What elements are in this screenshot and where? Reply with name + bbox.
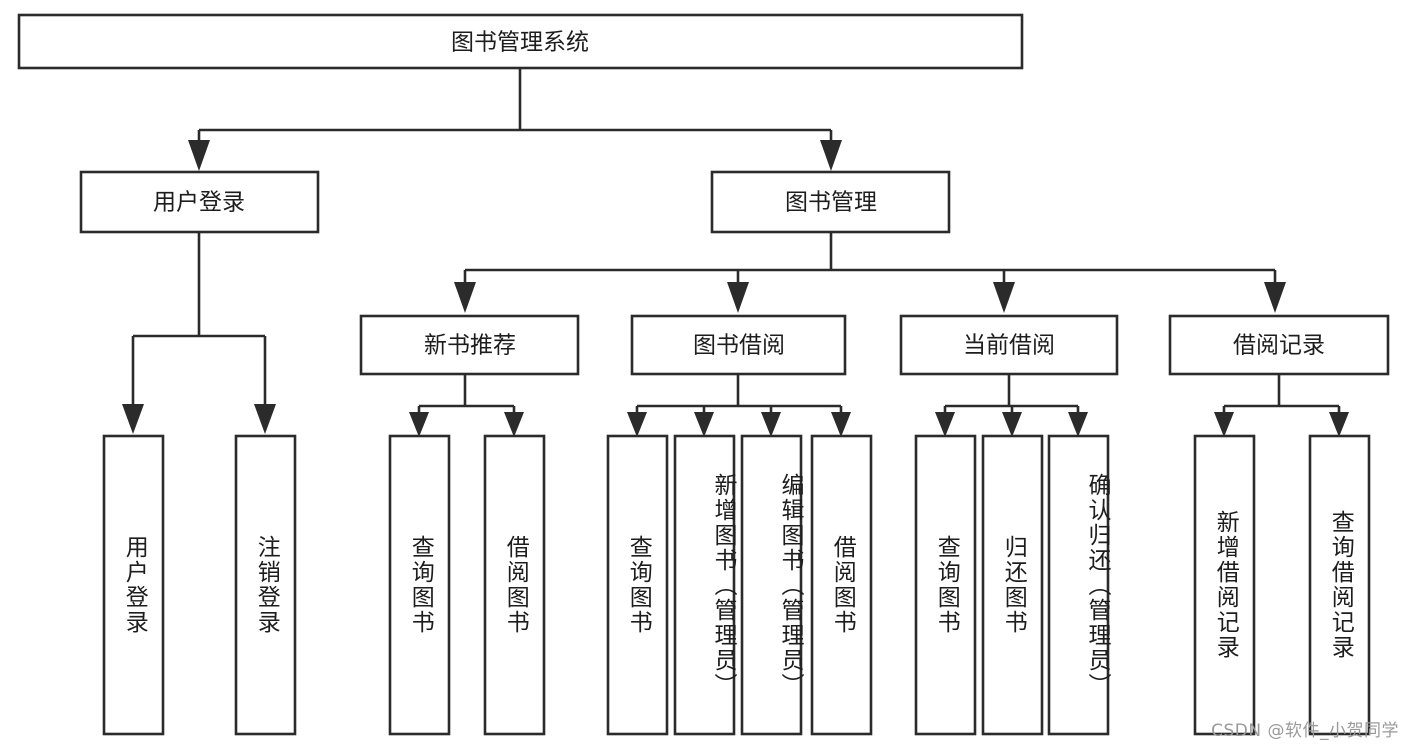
leaf-label-query-book-2: 查询图书: [625, 535, 652, 635]
arrowhead-borrow-record: [1264, 282, 1286, 313]
node-box-new-book-recommend[interactable]: [359, 314, 580, 376]
arrowhead-user-login: [188, 140, 210, 171]
leaf-label-query-book-3: 查询图书: [933, 535, 960, 635]
leaf-label-query-record: 查询借阅记录: [1327, 510, 1354, 660]
node-box-leaf-query-record[interactable]: [1308, 434, 1371, 736]
node-box-leaf-edit-book[interactable]: [740, 434, 803, 736]
node-box-borrow-record[interactable]: [1168, 314, 1390, 376]
arrowhead-leaf-borrow-book-2: [831, 412, 851, 437]
node-label-user-login: 用户登录: [153, 190, 245, 216]
arrowhead-leaf-return-book: [1002, 412, 1022, 437]
leaf-label-edit-book: 编辑图书（管理员）: [777, 472, 803, 698]
node-box-leaf-return-book[interactable]: [981, 434, 1044, 736]
node-box-leaf-add-book[interactable]: [673, 434, 736, 736]
arrowhead-leaf-confirm-return: [1068, 412, 1088, 437]
arrowhead-leaf-query-record: [1329, 412, 1349, 437]
leaf-label-logout-login: 注销登录: [253, 535, 280, 635]
connectors-group: [131, 68, 1341, 412]
node-label-current-borrow: 当前借阅: [963, 333, 1055, 359]
node-box-leaf-query-book-3[interactable]: [914, 434, 977, 736]
leaf-label-return-book: 归还图书: [1000, 535, 1027, 635]
node-box-leaf-query-book-1[interactable]: [388, 434, 451, 736]
node-box-leaf-borrow-book-2[interactable]: [810, 434, 873, 736]
arrowhead-book-borrow: [727, 282, 749, 313]
node-box-current-borrow[interactable]: [899, 314, 1119, 376]
node-box-user-login[interactable]: [79, 170, 320, 234]
arrowhead-leaf-user-login: [122, 404, 144, 434]
arrowhead-leaf-query-book-1: [409, 412, 429, 437]
leaf-label-add-record: 新增借阅记录: [1212, 510, 1239, 660]
leaf-label-borrow-book-2: 借阅图书: [829, 535, 856, 635]
arrowhead-leaf-logout-login: [254, 404, 276, 434]
node-box-leaf-query-book-2[interactable]: [606, 434, 669, 736]
node-label-book-management: 图书管理: [785, 190, 877, 216]
nodes-group: 图书管理系统 用户登录 图书管理 新书推荐 图书借阅 当前借阅 借阅记录: [17, 13, 1390, 736]
node-box-leaf-user-login[interactable]: [102, 434, 165, 736]
arrowhead-leaf-query-book-3: [935, 412, 955, 437]
leaf-label-user-login: 用户登录: [121, 535, 148, 635]
node-label-borrow-record: 借阅记录: [1233, 333, 1325, 359]
arrowhead-leaf-query-book-2: [627, 412, 647, 437]
node-box-leaf-logout-login[interactable]: [234, 434, 297, 736]
node-box-title[interactable]: [17, 13, 1024, 70]
node-box-leaf-borrow-book-1[interactable]: [483, 434, 546, 736]
leaf-label-query-book-1: 查询图书: [407, 535, 434, 635]
node-box-leaf-add-record[interactable]: [1193, 434, 1256, 736]
arrowhead-book-management: [820, 140, 842, 171]
leaf-label-borrow-book-1: 借阅图书: [502, 535, 529, 635]
leaf-label-confirm-return: 确认归还（管理员）: [1084, 472, 1110, 698]
node-label-title: 图书管理系统: [451, 30, 589, 56]
arrowhead-leaf-edit-book: [761, 412, 781, 437]
arrowhead-new-book-recommend: [454, 282, 476, 313]
node-label-book-borrow: 图书借阅: [693, 333, 785, 359]
node-box-book-management[interactable]: [710, 170, 951, 234]
arrowheads-group: [122, 140, 1349, 437]
leaf-label-add-book: 新增图书（管理员）: [710, 472, 736, 698]
arrowhead-leaf-add-record: [1214, 412, 1234, 437]
node-box-book-borrow[interactable]: [630, 314, 847, 376]
node-box-leaf-confirm-return[interactable]: [1047, 434, 1110, 736]
arrowhead-leaf-borrow-book-1: [504, 412, 524, 437]
arrowhead-leaf-add-book: [694, 412, 714, 437]
csdn-watermark: CSDN @软件_小贺同学: [1211, 721, 1399, 741]
arrowhead-current-borrow: [993, 282, 1015, 313]
node-label-new-book-recommend: 新书推荐: [424, 333, 516, 359]
